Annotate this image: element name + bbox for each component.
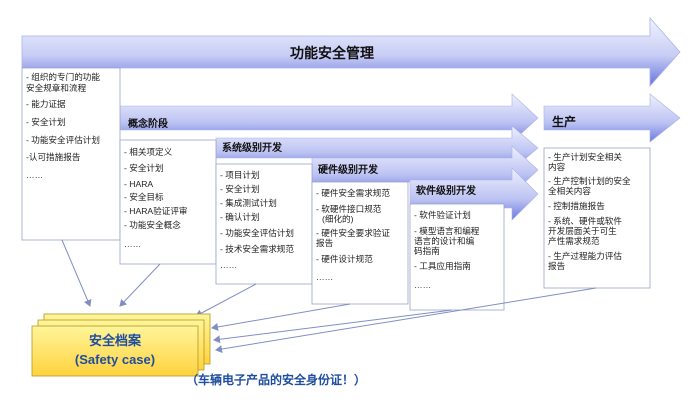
connector-line — [215, 287, 597, 353]
list-item: - 工具应用指南 — [414, 260, 471, 271]
list-item: - HARA — [124, 179, 153, 189]
connector-line — [213, 309, 453, 344]
list-item: - 硬件设计规范 — [316, 253, 373, 264]
hardware-box — [311, 181, 409, 305]
list-item: - 集成测试计划 — [220, 197, 277, 208]
list-item: - 软硬件接口规范 — [316, 203, 382, 214]
connector-lines — [61, 239, 597, 353]
management-arrow — [21, 16, 681, 88]
list-item: …… — [414, 280, 431, 290]
list-item: 开发层面关于可生 — [548, 225, 617, 236]
list-item: 全相关内容 — [548, 185, 591, 196]
list-item: 内容 — [548, 161, 566, 172]
list-item: - 功能安全评估计划 — [220, 227, 294, 238]
list-item: - 安全计划 — [26, 116, 66, 127]
list-item: 产性需求规范 — [548, 235, 600, 246]
list-item: - 安全计划 — [220, 183, 260, 194]
phase-label-concept: 概念阶段 — [128, 117, 168, 130]
connector-line — [61, 239, 92, 307]
list-item: - 硬件安全需求规范 — [316, 187, 390, 198]
list-item: - 模型语言和编程 — [414, 225, 480, 236]
phase-arrow-concept — [119, 93, 539, 143]
management-title: 功能安全管理 — [290, 45, 374, 61]
list-item: - 能力证据 — [26, 98, 66, 109]
list-item: - 功能安全评估计划 — [26, 134, 100, 145]
hardware-items: - 硬件安全需求规范 - 软硬件接口规范 (细化的) - 硬件安全要求验证 报告… — [316, 187, 390, 282]
phase-label-hardware: 硬件级别开发 — [318, 163, 379, 176]
list-item: …… — [26, 170, 43, 180]
list-item: (细化的) — [322, 213, 354, 224]
connector-line — [211, 303, 351, 331]
list-item: - HARA验证评审 — [124, 205, 188, 216]
safety-case-title: 安全档案 — [89, 333, 142, 348]
safety-case: 安全档案 (Safety case) — [31, 313, 211, 377]
list-item: - 相关项定义 — [124, 146, 173, 157]
list-item: …… — [124, 239, 141, 249]
management-items: - 组织的专门的功能 安全规章和流程 - 能力证据 - 安全计划 - 功能安全评… — [26, 71, 100, 180]
management-box — [21, 67, 121, 241]
footer-caption: （车辆电子产品的安全身份证！） — [186, 372, 366, 387]
software-items: - 软件验证计划 - 模型语言和编程 语言的设计和编 码指南 - 工具应用指南 … — [414, 209, 480, 290]
list-item: - 系统、硬件或软件 — [548, 215, 622, 226]
list-item: - 技术安全需求规范 — [220, 243, 294, 254]
software-box — [409, 203, 505, 311]
phase-arrow-production — [543, 93, 681, 143]
list-item: - 项目计划 — [220, 169, 260, 180]
list-item: - 功能安全概念 — [124, 219, 181, 230]
production-items: - 生产计划安全相关 内容 - 生产控制计划的安全 全相关内容 - 控制措施报告… — [548, 151, 631, 271]
list-item: - 软件验证计划 — [414, 209, 471, 220]
safety-case-card-front — [31, 325, 199, 377]
phase-label-production: 生产 — [552, 114, 576, 129]
list-item: - 安全计划 — [124, 162, 164, 173]
system-items: - 项目计划 - 安全计划 - 集成测试计划 - 确认计划 - 功能安全评估计划… — [220, 169, 294, 270]
list-item: - 安全目标 — [124, 191, 164, 202]
production-box — [543, 147, 651, 289]
list-item: …… — [220, 260, 237, 270]
list-item: - 生产计划安全相关 — [548, 151, 622, 162]
list-item: 码指南 — [414, 245, 440, 256]
concept-box — [119, 139, 217, 265]
list-item: 语言的设计和编 — [414, 235, 474, 246]
list-item: 报告 — [316, 237, 334, 248]
list-item: - 硬件安全要求验证 — [316, 227, 390, 238]
list-item: - 控制措施报告 — [548, 200, 605, 211]
list-item: - 确认计划 — [220, 211, 260, 222]
phase-label-software: 软件级别开发 — [416, 184, 477, 197]
list-item: 报告 — [548, 260, 566, 271]
list-item: - 生产过程能力评估 — [548, 250, 622, 261]
phase-label-system: 系统级别开发 — [222, 141, 283, 154]
list-item: - 生产控制计划的安全 — [548, 175, 631, 186]
connector-line — [195, 283, 257, 317]
list-item: -认可措施报告 — [26, 151, 81, 162]
connector-line — [119, 263, 161, 307]
list-item: 安全规章和流程 — [26, 82, 87, 93]
concept-items: - 相关项定义 - 安全计划 - HARA - 安全目标 - HARA验证评审 … — [124, 146, 188, 249]
safety-case-subtitle: (Safety case) — [75, 352, 155, 367]
list-item: …… — [316, 272, 333, 282]
list-item: - 组织的专门的功能 — [26, 71, 100, 82]
